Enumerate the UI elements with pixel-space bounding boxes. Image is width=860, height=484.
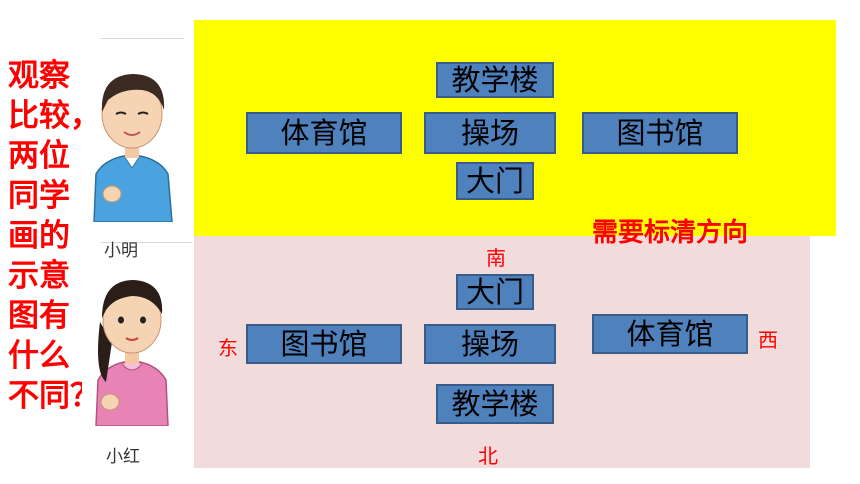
direction-note: 需要标清方向 [592,218,749,248]
map2-gate-box: 大门 [456,274,534,310]
map1-gym-box: 体育馆 [246,112,402,154]
question-line: 两位 [8,138,70,174]
question-line: 图有 [8,298,70,334]
map1-library-box: 图书馆 [582,112,738,154]
east-label: 东 [218,336,238,360]
map2-library-box: 图书馆 [246,324,402,364]
west-label: 西 [758,328,778,352]
boy-avatar [82,56,182,222]
top-divider [100,38,184,39]
middle-divider [100,242,192,243]
map2-gym-box: 体育馆 [592,314,748,354]
question-line: 示意 [8,258,70,294]
north-label: 北 [478,444,498,468]
boy-name: 小明 [104,241,138,261]
map1-playground-box: 操场 [424,112,556,154]
question-line: 画的 [8,218,70,254]
map1-teaching-building-box: 教学楼 [436,62,554,98]
girl-avatar [82,262,182,426]
question-line: 观察 [8,58,70,94]
map2-playground-box: 操场 [424,324,556,364]
girl-name: 小红 [106,447,140,467]
map2-teaching-building-box: 教学楼 [436,384,554,424]
question-line: 什么 [8,338,70,374]
question-line: 同学 [8,178,70,214]
map1-gate-box: 大门 [456,162,534,200]
south-label: 南 [486,246,506,270]
